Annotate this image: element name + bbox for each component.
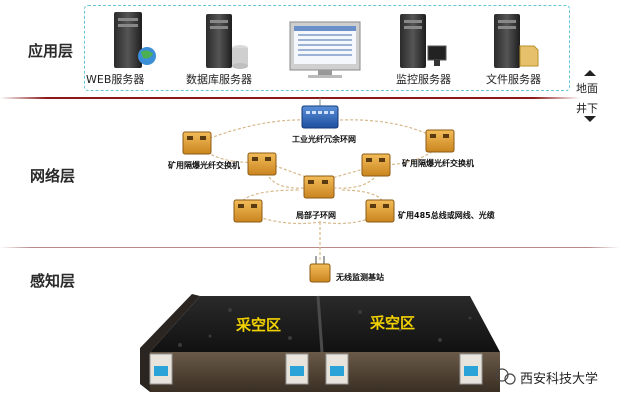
perception-layer-label: 感知层 (30, 272, 76, 290)
down-arrow-icon (584, 116, 596, 122)
goaf-left-label: 采空区 (236, 316, 282, 334)
switch-box-icon-1 (182, 131, 212, 155)
file-server-icon (494, 14, 539, 68)
application-layer-label: 应用层 (28, 42, 74, 60)
fiber-ring-label: 工业光纤冗余环网 (292, 135, 356, 144)
switch-left-label: 矿用隔爆光纤交换机 (168, 161, 240, 170)
monitoring-server-label: 监控服务器 (396, 73, 451, 86)
sensor-cube-4 (459, 353, 483, 385)
wireless-base-station-icon (309, 256, 331, 283)
switch-box-icon-2 (425, 129, 455, 153)
file-server-label: 文件服务器 (486, 73, 541, 86)
monitor-display-icon (289, 21, 361, 78)
web-server-label: WEB服务器 (86, 73, 145, 86)
monitoring-server-icon (400, 14, 447, 68)
up-arrow-icon (584, 70, 596, 76)
bus485-label: 矿用485总线或网线、光缆 (398, 211, 495, 220)
goaf-right-label: 采空区 (370, 314, 416, 332)
switch-box-icon-5 (303, 175, 335, 199)
underground-label: 井下 (576, 102, 598, 115)
application-server-group (84, 5, 570, 91)
ground-divider (0, 97, 580, 99)
switch-box-icon-7 (365, 199, 395, 223)
network-perception-divider (0, 247, 620, 248)
wechat-logo-icon (495, 368, 516, 385)
base-station-label: 无线监测基站 (336, 273, 384, 282)
sensor-cube-1 (149, 353, 173, 385)
sensor-cube-2 (285, 353, 309, 385)
footer-org: 西安科技大学 (520, 372, 599, 387)
ground-label: 地面 (576, 82, 598, 95)
database-server-icon (206, 14, 248, 69)
switch-box-icon-3 (247, 152, 277, 176)
subring-label: 局部子环网 (296, 211, 336, 220)
sensor-cube-3 (325, 353, 349, 385)
switch-box-icon-4 (361, 153, 391, 177)
goaf-ground-block (140, 294, 500, 392)
database-server-label: 数据库服务器 (186, 73, 252, 86)
switch-right-label: 矿用隔爆光纤交换机 (402, 159, 474, 168)
network-layer-label: 网络层 (30, 167, 76, 185)
fiber-ring-switch-icon (301, 105, 339, 129)
switch-box-icon-6 (233, 199, 263, 223)
web-server-icon (114, 12, 156, 68)
